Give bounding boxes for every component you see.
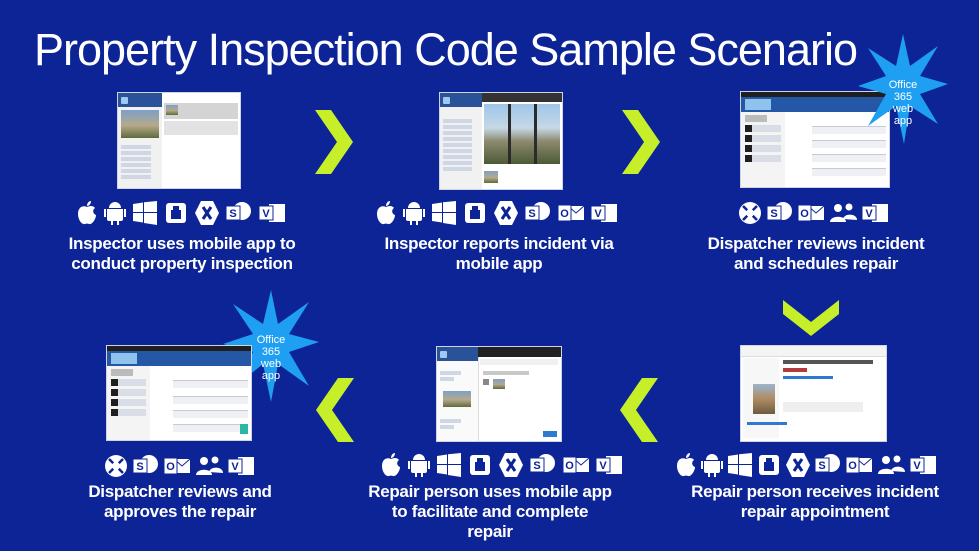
svg-text:V: V xyxy=(913,460,921,472)
xamarin-box-icon xyxy=(465,203,485,223)
step5-icons: S O V xyxy=(381,453,622,477)
windows-icon xyxy=(432,201,456,225)
svg-text:O: O xyxy=(848,460,857,472)
step3-icons: S O V xyxy=(738,201,888,225)
xamarin-x-icon xyxy=(499,453,523,477)
xamarin-box-icon xyxy=(470,455,490,475)
arrow-left-2 xyxy=(620,378,658,442)
outlook-icon: O xyxy=(558,204,584,222)
svg-text:S: S xyxy=(528,208,535,220)
svg-text:O: O xyxy=(565,460,574,472)
windows-icon xyxy=(728,453,752,477)
svg-text:S: S xyxy=(770,208,777,220)
sharepoint-icon: S xyxy=(133,455,158,474)
apple-icon xyxy=(377,201,395,225)
step6-icons: S O V xyxy=(104,454,254,478)
svg-text:V: V xyxy=(865,208,873,220)
svg-text:V: V xyxy=(262,208,270,220)
step2-screenshot xyxy=(440,93,562,189)
svg-text:O: O xyxy=(560,208,569,220)
svg-text:V: V xyxy=(599,460,607,472)
arrow-right-1 xyxy=(315,110,353,174)
svg-text:O: O xyxy=(800,208,809,220)
page-title: Property Inspection Code Sample Scenario xyxy=(34,24,858,75)
step5-screenshot xyxy=(437,347,561,441)
xamarin-box-icon xyxy=(759,455,779,475)
arrow-right-2 xyxy=(622,110,660,174)
video-icon: V xyxy=(228,457,254,475)
office365-burst-top xyxy=(858,34,948,144)
android-icon xyxy=(408,454,430,477)
xamarin-box-icon xyxy=(166,203,186,223)
arrow-down xyxy=(783,300,839,336)
svg-text:S: S xyxy=(818,460,825,472)
sharepoint-icon: S xyxy=(530,454,555,473)
svg-text:S: S xyxy=(533,460,540,472)
xamarin-x-icon xyxy=(494,201,518,225)
android-icon xyxy=(104,202,126,225)
step4-screenshot xyxy=(741,346,886,441)
android-icon xyxy=(403,202,425,225)
step1-icons: S V xyxy=(77,201,285,225)
step3-screenshot xyxy=(741,92,889,187)
sharepoint-icon: S xyxy=(815,454,840,473)
apple-icon xyxy=(382,453,400,477)
outlook-icon: O xyxy=(563,456,589,474)
video-icon: V xyxy=(596,456,622,474)
people-icon xyxy=(878,455,905,474)
svg-text:V: V xyxy=(231,461,239,473)
xamarin-x-icon xyxy=(786,453,810,477)
step4-icons: S O V xyxy=(676,453,936,477)
windows-icon xyxy=(133,201,157,225)
windows-icon xyxy=(437,453,461,477)
sharepoint-icon: S xyxy=(525,202,550,221)
video-icon: V xyxy=(259,204,285,222)
arrow-left-1 xyxy=(316,378,354,442)
apple-icon xyxy=(677,453,695,477)
outlook-icon: O xyxy=(164,457,190,475)
outlook-icon: O xyxy=(846,456,872,474)
android-icon xyxy=(701,454,723,477)
svg-text:S: S xyxy=(136,461,143,473)
video-icon: V xyxy=(591,204,617,222)
people-icon xyxy=(830,203,857,222)
people-icon xyxy=(196,456,223,475)
video-icon: V xyxy=(910,456,936,474)
xamarin-x-icon xyxy=(195,201,219,225)
outlook-icon: O xyxy=(798,204,824,222)
sharepoint-icon: S xyxy=(226,202,251,221)
svg-text:O: O xyxy=(166,461,175,473)
svg-text:V: V xyxy=(594,208,602,220)
step2-icons: S O V xyxy=(376,201,617,225)
sharepoint-icon: S xyxy=(767,202,792,221)
browser-icon xyxy=(739,202,761,224)
apple-icon xyxy=(78,201,96,225)
step1-screenshot xyxy=(118,93,240,188)
svg-text:S: S xyxy=(229,208,236,220)
video-icon: V xyxy=(862,204,888,222)
step6-screenshot xyxy=(107,346,251,440)
browser-icon xyxy=(105,455,127,477)
